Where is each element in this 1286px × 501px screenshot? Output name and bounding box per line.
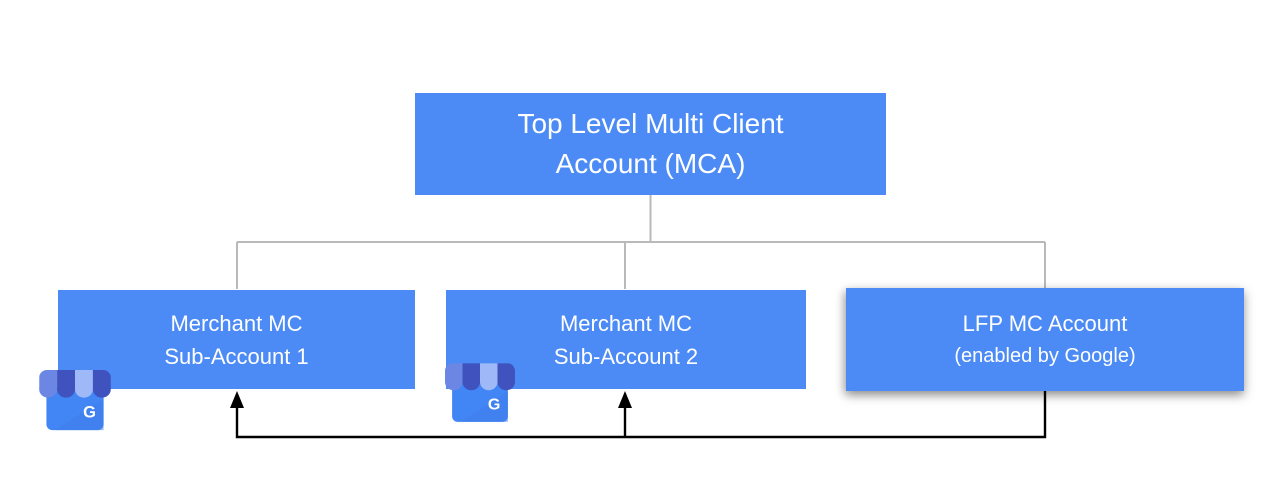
feedback-arrow-lines [235, 391, 1047, 439]
awning-stripe [75, 370, 93, 398]
awning-stripe [462, 363, 480, 391]
arrowhead-up-icon [618, 391, 632, 408]
node-label-line1: LFP MC Account [962, 310, 1128, 336]
google-g-letter: G [83, 403, 96, 421]
storefront-awning [39, 370, 111, 398]
node-label-line2: Sub-Account 2 [553, 343, 699, 369]
storefront-body-shade [55, 399, 104, 431]
node-top-level-mca: Top Level Multi Client Account (MCA) [415, 93, 886, 195]
google-business-icon: G [445, 363, 515, 422]
tree-connector-lines [236, 195, 1046, 289]
awning-stripe [480, 363, 498, 391]
awning-stripe [445, 363, 463, 391]
awning-stripe [39, 370, 58, 398]
awning-stripe [497, 363, 515, 391]
awning-stripe [92, 370, 111, 398]
google-g-letter: G [488, 396, 501, 414]
node-label-line1: Merchant MC [170, 310, 303, 336]
node-label-line2: (enabled by Google) [954, 344, 1136, 367]
arrowhead-up-icon [230, 391, 244, 408]
node-lfp-mc-account: LFP MC Account (enabled by Google) [846, 288, 1244, 391]
node-merchant-sub-account-1: Merchant MC Sub-Account 1 [58, 290, 415, 389]
node-label-line1: Merchant MC [559, 310, 693, 336]
google-business-icon: G [39, 370, 111, 431]
storefront-awning [445, 363, 515, 391]
awning-stripe [57, 370, 75, 398]
node-label-line2: Sub-Account 1 [164, 343, 309, 369]
storefront-body-shade [461, 391, 508, 422]
node-label-line1: Top Level Multi Client [517, 108, 784, 139]
node-label-line2: Account (MCA) [555, 148, 746, 179]
